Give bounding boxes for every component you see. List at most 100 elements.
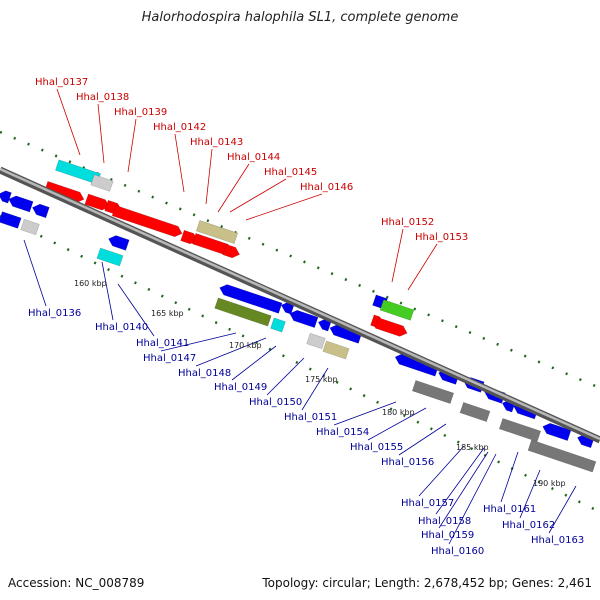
gene-arrow <box>219 284 283 314</box>
gene-label-Hhal_0146: Hhal_0146 <box>300 182 353 193</box>
gene-arrow <box>214 297 272 327</box>
kbp-label: 160 kbp <box>74 279 107 288</box>
gene-label-Hhal_0155: Hhal_0155 <box>350 442 403 453</box>
leader-Hhal_0137 <box>56 88 81 156</box>
gene-arrow <box>32 203 50 219</box>
gene-label-Hhal_0161: Hhal_0161 <box>483 504 536 515</box>
gene-arrow <box>111 204 183 238</box>
gene-feature-12[interactable] <box>379 299 415 321</box>
gene-label-Hhal_0143: Hhal_0143 <box>190 137 243 148</box>
kbp-label: 180 kbp <box>382 408 415 417</box>
gene-label-Hhal_0154: Hhal_0154 <box>316 427 369 438</box>
leader-Hhal_0162 <box>519 469 541 519</box>
gene-feature-39[interactable] <box>411 380 455 404</box>
gene-arrow <box>289 309 319 328</box>
gene-arrow <box>306 332 326 350</box>
leader-Hhal_0146 <box>245 193 323 221</box>
gene-label-Hhal_0152: Hhal_0152 <box>381 217 434 228</box>
gene-arrow <box>374 317 408 337</box>
kbp-label: 170 kbp <box>229 341 262 350</box>
gene-label-Hhal_0140: Hhal_0140 <box>95 322 148 333</box>
gene-arrow <box>0 190 12 204</box>
gene-feature-26[interactable] <box>288 308 319 328</box>
gene-arrow <box>498 418 542 442</box>
gene-arrow <box>411 380 455 404</box>
gene-feature-2[interactable] <box>90 174 114 192</box>
gene-feature-14[interactable] <box>374 317 409 339</box>
leader-Hhal_0142 <box>174 133 185 193</box>
leader-Hhal_0148 <box>195 337 267 367</box>
gene-feature-41[interactable] <box>498 418 542 442</box>
kbp-label: 185 kbp <box>456 443 489 452</box>
gene-label-Hhal_0139: Hhal_0139 <box>114 107 167 118</box>
leader-Hhal_0153 <box>407 243 438 291</box>
gene-arrow <box>322 340 350 360</box>
kbp-label: 165 kbp <box>151 309 184 318</box>
topology-text: Topology: circular; Length: 2,678,452 bp… <box>262 576 592 590</box>
gene-feature-24[interactable] <box>270 317 286 333</box>
gene-feature-30[interactable] <box>322 340 350 360</box>
accession-text: Accession: NC_008789 <box>8 576 145 590</box>
gene-label-Hhal_0144: Hhal_0144 <box>227 152 280 163</box>
leader-Hhal_0143 <box>205 148 213 205</box>
gene-arrow <box>527 439 597 473</box>
gene-feature-19[interactable] <box>20 218 40 236</box>
gene-label-Hhal_0160: Hhal_0160 <box>431 546 484 557</box>
gene-label-Hhal_0150: Hhal_0150 <box>249 397 302 408</box>
gene-arrow <box>270 317 286 333</box>
gene-label-Hhal_0153: Hhal_0153 <box>415 232 468 243</box>
leader-Hhal_0151 <box>301 367 329 411</box>
leader-Hhal_0158 <box>435 447 485 515</box>
kbp-label: 190 kbp <box>533 479 566 488</box>
gene-feature-6[interactable] <box>111 204 184 238</box>
gene-feature-10[interactable] <box>195 220 239 244</box>
gene-arrow <box>90 174 114 192</box>
leader-Hhal_0147 <box>160 332 237 352</box>
gene-feature-18[interactable] <box>0 211 22 229</box>
tick-track-inner <box>0 214 600 514</box>
gene-label-Hhal_0142: Hhal_0142 <box>153 122 206 133</box>
leader-Hhal_0160 <box>448 453 497 545</box>
gene-label-Hhal_0138: Hhal_0138 <box>76 92 129 103</box>
gene-feature-15[interactable] <box>0 189 12 204</box>
gene-label-Hhal_0156: Hhal_0156 <box>381 457 434 468</box>
gene-label-Hhal_0141: Hhal_0141 <box>136 338 189 349</box>
gene-labels: Hhal_0137Hhal_0138Hhal_0139Hhal_0142Hhal… <box>28 77 584 557</box>
gene-arrow <box>379 299 415 321</box>
kbp-scale-labels: 160 kbp 165 kbp 170 kbp 175 kbp 180 kbp 185 k… <box>74 279 566 488</box>
gene-feature-17[interactable] <box>31 202 50 219</box>
map-title: Halorhodospira halophila SL1, complete g… <box>141 10 459 25</box>
gene-feature-21[interactable] <box>96 247 124 267</box>
gene-feature-16[interactable] <box>7 194 34 213</box>
kbp-label: 175 kbp <box>305 375 338 384</box>
gene-feature-20[interactable] <box>107 234 130 251</box>
label-leader-lines <box>23 88 577 545</box>
gene-label-Hhal_0162: Hhal_0162 <box>502 520 555 531</box>
gene-label-Hhal_0137: Hhal_0137 <box>35 77 88 88</box>
gene-feature-9[interactable] <box>222 243 242 260</box>
gene-feature-29[interactable] <box>306 332 326 350</box>
gene-label-Hhal_0145: Hhal_0145 <box>264 167 317 178</box>
gene-label-Hhal_0157: Hhal_0157 <box>401 498 454 509</box>
gene-arrow <box>8 195 34 213</box>
gene-arrow <box>459 402 491 422</box>
gene-label-Hhal_0136: Hhal_0136 <box>28 308 81 319</box>
gene-label-Hhal_0151: Hhal_0151 <box>284 412 337 423</box>
leader-Hhal_0149 <box>231 345 277 381</box>
tick-line-inner <box>0 214 600 514</box>
leader-Hhal_0157 <box>418 445 465 497</box>
leader-Hhal_0150 <box>266 357 305 396</box>
gene-feature-42[interactable] <box>527 439 597 473</box>
gene-arrow <box>222 243 240 259</box>
leader-Hhal_0138 <box>97 103 105 164</box>
gene-feature-40[interactable] <box>459 402 491 422</box>
gene-label-Hhal_0148: Hhal_0148 <box>178 368 231 379</box>
leader-Hhal_0139 <box>127 118 137 173</box>
leader-Hhal_0140 <box>101 261 114 321</box>
gene-feature-23[interactable] <box>214 297 272 327</box>
leader-Hhal_0155 <box>367 407 427 441</box>
gene-arrow <box>20 218 40 236</box>
gene-feature-22[interactable] <box>218 283 283 314</box>
gene-arrow <box>96 247 124 267</box>
